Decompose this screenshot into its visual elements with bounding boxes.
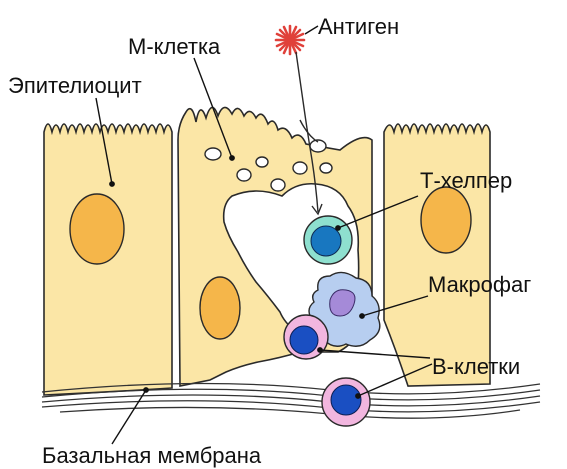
label-m-cell: М-клетка — [128, 34, 221, 59]
label-t-helper: Т-хелпер — [420, 168, 512, 193]
label-b-cells: В-клетки — [432, 354, 520, 379]
vesicle — [320, 163, 332, 173]
label-antigen: Антиген — [318, 14, 399, 39]
vesicle — [271, 179, 285, 191]
vesicle — [237, 169, 251, 181]
vesicle — [205, 148, 221, 160]
leader-antigen — [305, 26, 318, 34]
epitheliocyte-right — [384, 124, 490, 386]
epitheliocyte-right-body — [384, 124, 490, 386]
label-basement-membrane: Базальная мембрана — [42, 443, 262, 468]
t-helper-cell — [304, 216, 352, 264]
m-cell-nucleus — [200, 277, 240, 339]
epitheliocyte-left-nucleus — [70, 194, 124, 264]
leader-basement-membrane — [112, 390, 146, 444]
vesicle — [256, 157, 268, 167]
label-macrophage: Макрофаг — [428, 272, 531, 297]
vesicle — [293, 162, 307, 174]
epitheliocyte-right-nucleus — [421, 187, 471, 253]
label-epitheliocyte: Эпителиоцит — [8, 73, 142, 98]
b-cell-lower — [322, 378, 370, 426]
antigen-icon — [276, 26, 304, 54]
membrane-line — [42, 401, 540, 412]
